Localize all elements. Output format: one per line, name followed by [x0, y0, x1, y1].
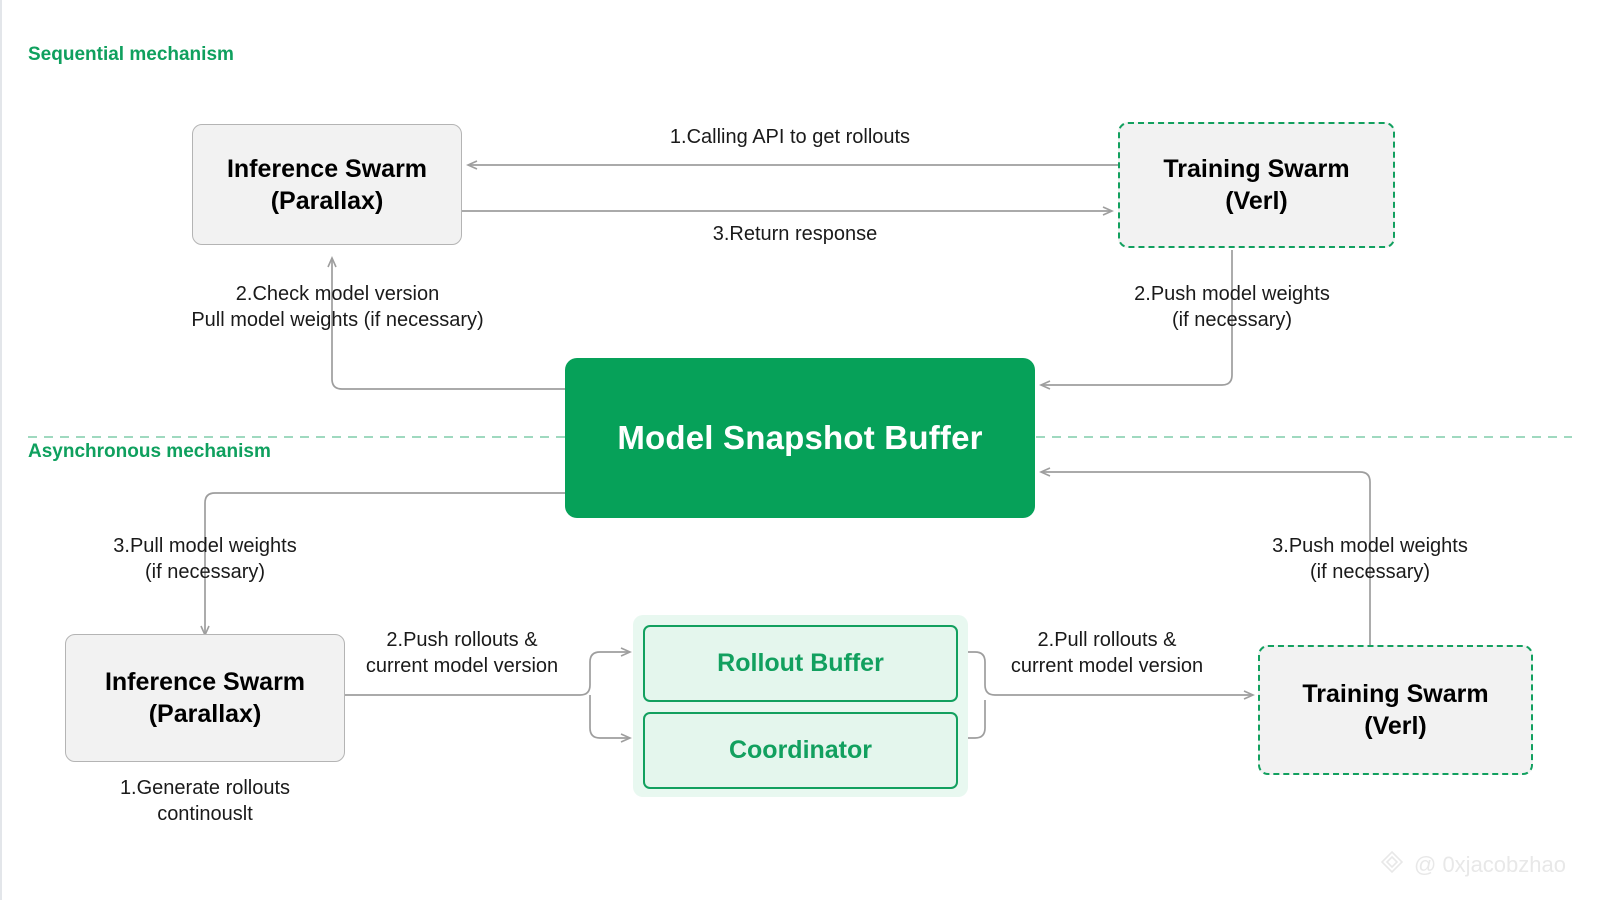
edge-pull-rollouts-coordinator — [965, 700, 986, 739]
edge-label-push-rollouts: 2.Push rollouts & current model version — [365, 629, 559, 677]
node-title: Model Snapshot Buffer — [617, 419, 983, 456]
node-subtitle: (Verl) — [1225, 187, 1288, 215]
left-frame-border — [0, 0, 2, 900]
edge-label-generate-rollouts: 1.Generate rollouts continouslt — [119, 777, 291, 825]
edge-label-push-model-weights-top: 2.Push model weights (if necessary) — [1134, 283, 1330, 331]
node-subtitle: (Verl) — [1364, 712, 1427, 740]
node-rollout-buffer[interactable]: Rollout Buffer — [643, 625, 958, 702]
node-coordinator[interactable]: Coordinator — [643, 712, 958, 789]
edge-check-model-version — [327, 256, 565, 390]
edge-push-rollouts-coordinator — [589, 695, 632, 743]
node-title: Inference Swarm — [226, 154, 428, 183]
edge-pull-model-weights-bottom — [200, 492, 565, 637]
node-subtitle: (Parallax) — [270, 186, 384, 215]
node-inference-swarm-bottom[interactable]: Inference Swarm (Parallax) — [65, 634, 345, 762]
node-title: Coordinator — [728, 736, 873, 764]
edge-label-calling-api: 1.Calling API to get rollouts — [669, 126, 911, 148]
section-title-sequential: Sequential mechanism — [28, 44, 234, 65]
edge-label-push-model-weights-bottom: 3.Push model weights (if necessary) — [1272, 535, 1468, 583]
edge-push-model-weights-bottom — [1039, 467, 1371, 645]
edge-push-model-weights-top — [1039, 250, 1233, 390]
node-title: Training Swarm — [1302, 680, 1489, 708]
node-training-swarm-bottom[interactable]: Training Swarm (Verl) — [1258, 645, 1533, 775]
diamond-logo-icon — [1379, 849, 1405, 881]
node-title: Training Swarm — [1163, 155, 1350, 183]
section-title-asynchronous: Asynchronous mechanism — [28, 441, 271, 462]
edge-pull-rollouts — [965, 651, 1255, 700]
watermark-handle: @ 0xjacobzhao — [1414, 852, 1566, 877]
node-title: Inference Swarm — [104, 668, 306, 696]
node-model-snapshot-buffer[interactable]: Model Snapshot Buffer — [565, 358, 1035, 518]
edge-label-pull-rollouts: 2.Pull rollouts & current model version — [1010, 629, 1204, 677]
edge-push-rollouts — [345, 647, 632, 696]
node-title: Rollout Buffer — [717, 649, 884, 677]
edge-label-return-response: 3.Return response — [712, 223, 878, 245]
edge-label-pull-model-weights-bottom: 3.Pull model weights (if necessary) — [113, 535, 297, 583]
watermark: @ 0xjacobzhao — [1379, 849, 1566, 881]
node-inference-swarm-top[interactable]: Inference Swarm (Parallax) — [192, 124, 462, 245]
node-training-swarm-top[interactable]: Training Swarm (Verl) — [1118, 122, 1395, 248]
node-subtitle: (Parallax) — [148, 700, 262, 728]
edge-label-check-model-version: 2.Check model version Pull model weights… — [191, 283, 484, 331]
